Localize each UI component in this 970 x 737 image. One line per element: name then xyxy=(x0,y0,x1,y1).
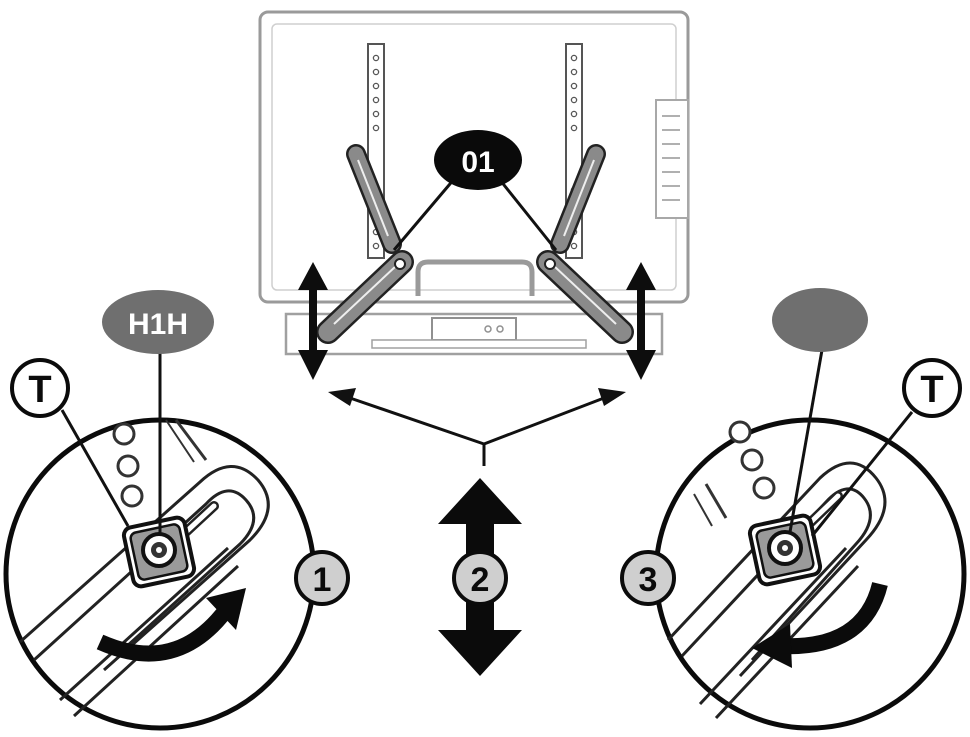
step-badge-2: 2 xyxy=(452,550,508,606)
tool-label-right: T xyxy=(920,369,943,411)
part-callout-label: 01 xyxy=(461,146,494,179)
rotate-clockwise-arrow-icon xyxy=(96,588,246,662)
part-callout: 01 xyxy=(392,130,558,251)
upper-arm-right xyxy=(550,144,606,254)
up-down-arrow-icon xyxy=(626,262,656,380)
up-down-arrow-icon xyxy=(298,262,328,380)
tool-t-icon: T xyxy=(810,358,962,537)
hardware-callout-blank xyxy=(772,288,868,533)
tool-t-icon: T xyxy=(10,358,130,527)
branch-arrows xyxy=(328,388,626,466)
step-2-label: 2 xyxy=(471,561,490,599)
hardware-callout: H1H xyxy=(102,290,214,534)
step-badge-3: 3 xyxy=(620,550,676,606)
tool-label-left: T xyxy=(28,369,51,411)
detail-circle-left xyxy=(3,417,317,731)
long-arm-right xyxy=(536,250,634,344)
long-arm-left xyxy=(316,250,414,344)
step-badge-1: 1 xyxy=(294,550,350,606)
detail-circle-right xyxy=(653,417,967,731)
step-3-label: 3 xyxy=(639,561,658,599)
upper-arm-left xyxy=(346,144,402,254)
rotate-counterclockwise-arrow-icon xyxy=(752,581,888,668)
hardware-callout-label: H1H xyxy=(128,308,188,341)
step-1-label: 1 xyxy=(313,561,332,599)
